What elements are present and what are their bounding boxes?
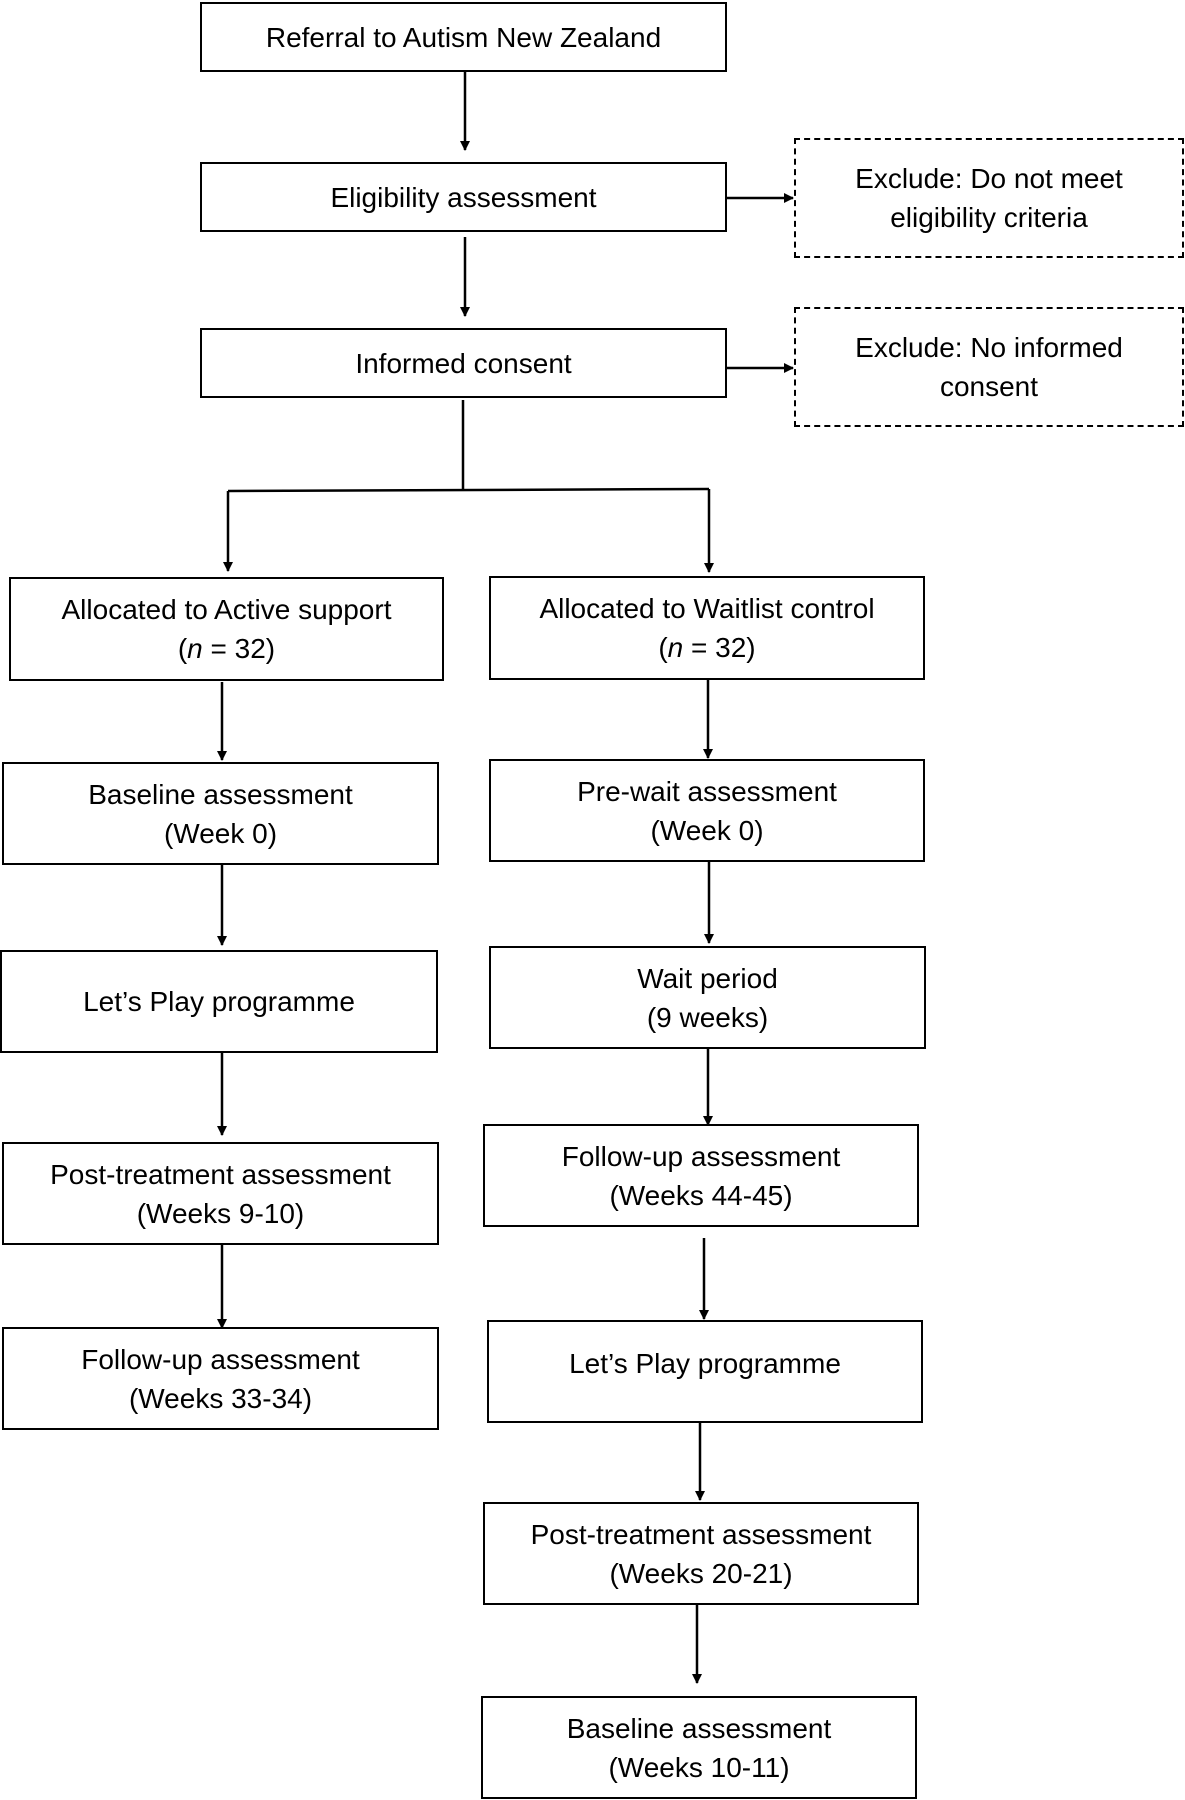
wait-followup-line2: (Weeks 44-45) [609,1179,793,1211]
wait-post-treatment-box: Post-treatment assessment (Weeks 20-21) [483,1502,919,1605]
wait-period-line2: (9 weeks) [646,1001,769,1033]
wait-baseline-box: Baseline assessment (Weeks 10-11) [481,1696,917,1799]
wait-prewait-line2: (Week 0) [650,814,764,846]
exclude-consent-box: Exclude: No informed consent [794,307,1184,427]
consent-box: Informed consent [200,328,727,398]
wait-post-treatment-line1: Post-treatment assessment [530,1518,872,1550]
active-programme-label: Let’s Play programme [83,986,355,1017]
split-bar [227,487,710,493]
referral-box: Referral to Autism New Zealand [200,2,727,72]
waitlist-allocation-count: (n = 32) [658,632,756,663]
wait-post-treatment-line2: (Weeks 20-21) [609,1557,793,1589]
exclude-consent-line2: consent [939,371,1039,402]
active-baseline-box: Baseline assessment (Week 0) [2,762,439,865]
active-baseline-line1: Baseline assessment [88,778,353,810]
referral-label: Referral to Autism New Zealand [265,21,662,53]
active-baseline-line2: (Week 0) [163,817,278,849]
active-allocation-label: Allocated to Active support [61,594,392,625]
waitlist-allocation-box: Allocated to Waitlist control (n = 32) [489,576,925,680]
consent-label: Informed consent [355,347,572,379]
wait-period-line1: Wait period [637,962,778,994]
exclude-eligibility-line2: eligibility criteria [890,202,1088,233]
waitlist-n-symbol: n [667,632,684,663]
active-programme-box: Let’s Play programme [0,950,438,1053]
active-n-value: = 32) [202,633,276,664]
eligibility-label: Eligibility assessment [330,181,597,213]
wait-period-box: Wait period (9 weeks) [489,946,926,1049]
exclude-consent-line1: Exclude: No informed [855,332,1123,363]
active-n-symbol: n [187,633,203,664]
active-post-treatment-line2: (Weeks 9-10) [136,1197,305,1229]
wait-followup-line1: Follow-up assessment [561,1140,841,1172]
active-followup-box: Follow-up assessment (Weeks 33-34) [2,1327,439,1430]
active-post-treatment-line1: Post-treatment assessment [50,1158,391,1190]
wait-programme-label: Let’s Play programme [569,1348,841,1379]
active-followup-line1: Follow-up assessment [81,1343,360,1375]
wait-prewait-box: Pre-wait assessment (Week 0) [489,759,925,862]
wait-prewait-line1: Pre-wait assessment [577,775,837,807]
wait-baseline-line2: (Weeks 10-11) [608,1751,790,1783]
eligibility-box: Eligibility assessment [200,162,727,232]
exclude-eligibility-box: Exclude: Do not meet eligibility criteri… [794,138,1184,258]
active-followup-line2: (Weeks 33-34) [128,1382,313,1414]
active-allocation-count: (n = 32) [177,633,276,664]
wait-baseline-line1: Baseline assessment [566,1712,832,1744]
active-allocation-box: Allocated to Active support (n = 32) [9,577,444,681]
wait-programme-box: Let’s Play programme [487,1320,923,1423]
active-post-treatment-box: Post-treatment assessment (Weeks 9-10) [2,1142,439,1245]
waitlist-allocation-label: Allocated to Waitlist control [539,593,875,624]
exclude-eligibility-line1: Exclude: Do not meet [855,163,1123,194]
wait-followup-box: Follow-up assessment (Weeks 44-45) [483,1124,919,1227]
waitlist-n-value: = 32) [683,632,756,663]
